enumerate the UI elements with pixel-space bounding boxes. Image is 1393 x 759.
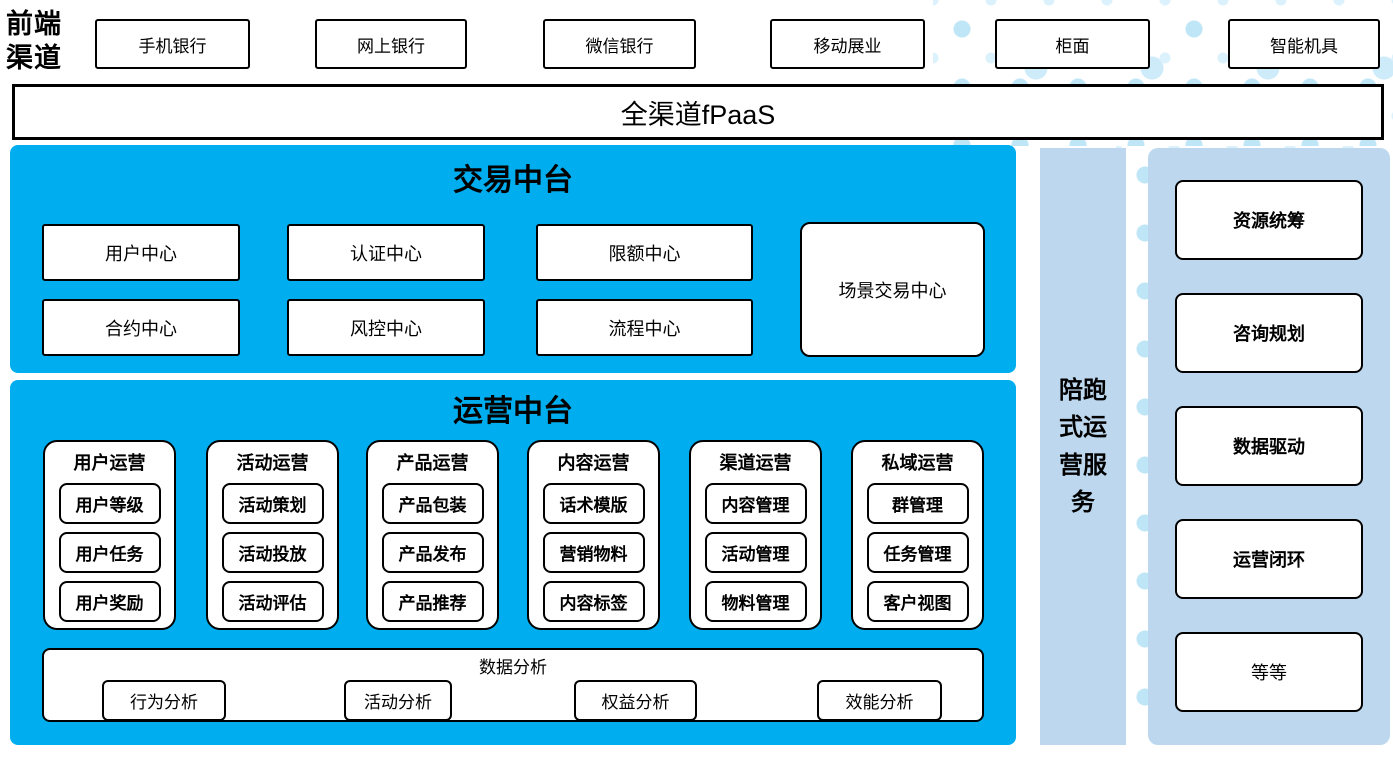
op-column-title: 用户运营 (73, 453, 146, 473)
center-box-limit: 限额中心 (536, 224, 753, 281)
service-box-etc: 等等 (1175, 632, 1363, 712)
operation-platform-section: 运营中台 用户运营 用户等级 用户任务 用户奖励 活动运营 活动策划 活动投放 … (10, 380, 1016, 745)
op-item: 产品推荐 (381, 581, 484, 622)
data-analysis-title: 数据分析 (479, 658, 547, 677)
op-item: 任务管理 (866, 532, 969, 573)
op-item: 用户等级 (58, 483, 161, 524)
data-analysis-panel: 数据分析 行为分析 活动分析 权益分析 效能分析 (42, 648, 984, 722)
center-box-user: 用户中心 (42, 224, 240, 281)
analysis-item-activity: 活动分析 (344, 680, 452, 721)
operation-platform-title: 运营中台 (453, 395, 573, 428)
op-column-channel: 渠道运营 内容管理 活动管理 物料管理 (689, 440, 822, 630)
channel-box-wechat-banking: 微信银行 (543, 19, 696, 69)
op-column-content: 内容运营 话术模版 营销物料 内容标签 (527, 440, 660, 630)
op-item: 用户任务 (58, 532, 161, 573)
op-column-title: 产品运营 (396, 453, 469, 473)
fpaas-bar: 全渠道fPaaS (12, 84, 1384, 140)
side-service-strip: 陪跑式运营服务 (1040, 148, 1126, 745)
analysis-item-efficiency: 效能分析 (817, 680, 942, 721)
channel-box-counter: 柜面 (995, 19, 1150, 69)
op-column-activity: 活动运营 活动策划 活动投放 活动评估 (206, 440, 339, 630)
op-item: 活动评估 (221, 581, 324, 622)
op-column-title: 私域运营 (881, 453, 954, 473)
op-column-user: 用户运营 用户等级 用户任务 用户奖励 (43, 440, 176, 630)
channel-box-smart-machine: 智能机具 (1228, 19, 1380, 69)
op-item: 用户奖励 (58, 581, 161, 622)
op-item: 群管理 (866, 483, 969, 524)
op-item: 产品包装 (381, 483, 484, 524)
op-column-private-domain: 私域运营 群管理 任务管理 客户视图 (851, 440, 984, 630)
op-column-product: 产品运营 产品包装 产品发布 产品推荐 (366, 440, 499, 630)
op-item: 活动管理 (704, 532, 807, 573)
channel-box-mobile-sales: 移动展业 (770, 19, 925, 69)
op-column-title: 活动运营 (236, 453, 309, 473)
frontend-channels-label: 前端渠道 (6, 9, 62, 74)
op-column-title: 渠道运营 (719, 453, 792, 473)
center-box-process: 流程中心 (536, 299, 753, 356)
transaction-platform-section: 交易中台 用户中心 认证中心 限额中心 合约中心 风控中心 流程中心 场景交易中… (10, 145, 1016, 373)
center-box-risk: 风控中心 (287, 299, 485, 356)
op-column-title: 内容运营 (557, 453, 630, 473)
op-item: 活动策划 (221, 483, 324, 524)
transaction-platform-title: 交易中台 (453, 164, 573, 197)
op-item: 活动投放 (221, 532, 324, 573)
service-box-data-driven: 数据驱动 (1175, 406, 1363, 486)
op-item: 营销物料 (542, 532, 645, 573)
center-box-contract: 合约中心 (42, 299, 240, 356)
channel-box-mobile-banking: 手机银行 (95, 19, 250, 69)
op-item: 客户视图 (866, 581, 969, 622)
channel-box-online-banking: 网上银行 (315, 19, 467, 69)
analysis-item-rights: 权益分析 (574, 680, 697, 721)
service-box-closed-loop: 运营闭环 (1175, 519, 1363, 599)
center-box-scenario-transaction: 场景交易中心 (800, 222, 985, 357)
service-box-consulting: 咨询规划 (1175, 293, 1363, 373)
op-item: 内容标签 (542, 581, 645, 622)
op-item: 产品发布 (381, 532, 484, 573)
op-item: 内容管理 (704, 483, 807, 524)
op-item: 话术模版 (542, 483, 645, 524)
op-item: 物料管理 (704, 581, 807, 622)
service-box-resource: 资源统筹 (1175, 180, 1363, 260)
center-box-auth: 认证中心 (287, 224, 485, 281)
analysis-item-behavior: 行为分析 (102, 680, 226, 721)
service-items-panel: 资源统筹 咨询规划 数据驱动 运营闭环 等等 (1148, 148, 1390, 745)
side-service-label: 陪跑式运营服务 (1059, 377, 1107, 516)
